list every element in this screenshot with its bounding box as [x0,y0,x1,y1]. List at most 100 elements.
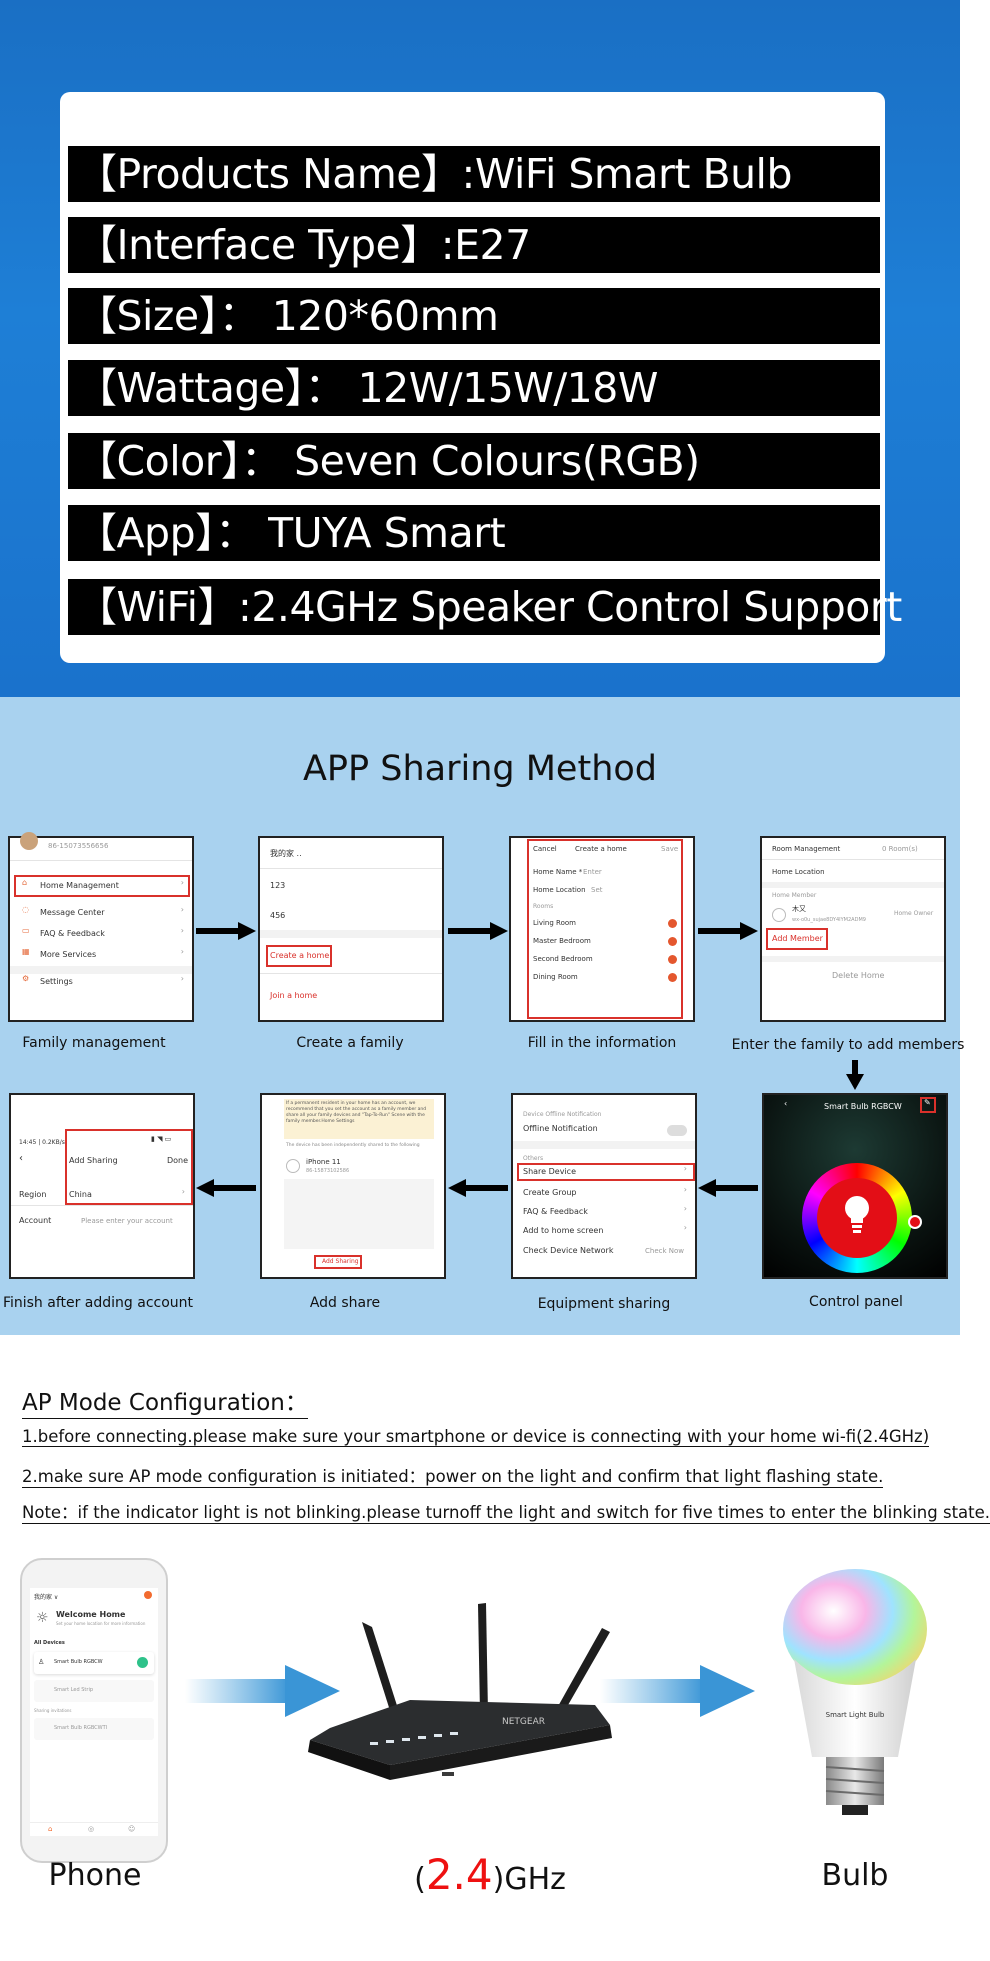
delete-home-button[interactable]: Delete Home [832,971,885,980]
check-now-link[interactable]: Check Now [645,1247,685,1255]
home-item-123[interactable]: 123 [270,881,286,890]
shared-device-name: iPhone 11 [306,1158,341,1166]
home-member-header: Home Member [772,892,817,899]
power-icon[interactable] [137,1657,148,1668]
share-device-item[interactable]: Share Device [523,1167,576,1176]
welcome-sub: Set your home location for more informat… [56,1621,146,1626]
phone-number: 86-15073556656 [48,842,109,850]
join-home-link[interactable]: Join a home [270,991,318,1000]
room-management[interactable]: Room Management [772,845,841,853]
highlight-box [766,928,828,950]
edit-icon[interactable]: ✎ [924,1098,931,1107]
frequency-label: (2.4)GHz [395,1850,585,1899]
faq-feedback-item[interactable]: FAQ & Feedback [523,1207,588,1216]
arrow-left-icon [448,1179,508,1197]
bulb-label: Bulb [821,1858,889,1893]
offline-notification-label: Offline Notification [523,1124,598,1133]
spec-row-color: 【Color】： Seven Colours(RGB) [68,433,880,489]
home-item-456[interactable]: 456 [270,911,286,920]
ap-note: Note：if the indicator light is not blink… [22,1499,990,1524]
menu-settings[interactable]: Settings [40,977,73,986]
chevron-right-icon: › [180,905,184,914]
account-input[interactable]: Please enter your account [81,1217,173,1225]
home-name-label: Home Name * [533,868,583,876]
bulb-icon: ♙ [38,1658,45,1666]
home-name-input[interactable]: Enter [583,868,602,876]
profile-tab-icon[interactable]: ☺ [128,1825,136,1833]
done-button[interactable]: Done [167,1156,189,1165]
device-avatar [286,1159,300,1173]
ghz-unit: )GHz [492,1862,566,1897]
add-home-screen-item[interactable]: Add to home screen [523,1226,604,1235]
create-home-link[interactable]: Create a home [270,951,330,960]
phone-home-label: 我的家 ∨ [34,1594,59,1601]
room-dining[interactable]: Dining Room [533,973,578,981]
back-icon[interactable]: ‹ [784,1099,788,1108]
arrow-left-icon [698,1179,758,1197]
screen-family-management: 86-15073556656 Home Management ⌂ Message… [8,832,194,1022]
spec-row-product-name: 【Products Name】:WiFi Smart Bulb [68,146,880,202]
device-title: Smart Bulb RGBCW [824,1102,902,1111]
router-brand: NETGEAR [502,1717,545,1727]
add-member-button[interactable]: Add Member [772,934,823,943]
chevron-right-icon: › [180,878,184,887]
menu-more-services[interactable]: More Services [40,950,97,959]
room-master-bedroom[interactable]: Master Bedroom [533,937,591,945]
home-location-value[interactable]: Set [591,886,603,894]
back-icon[interactable]: ‹ [19,1153,23,1164]
cancel-button[interactable]: Cancel [533,845,557,853]
checked-icon [668,919,677,928]
arrow-down-icon [846,1060,864,1090]
add-icon [144,1591,152,1599]
check-network-item[interactable]: Check Device Network [523,1246,614,1255]
device-3-name: Smart Bulb RGBCWTI [54,1725,108,1731]
screen-fill-information: Cancel Create a home Save Home Name * En… [509,836,695,1022]
spec-row-app: 【App】： TUYA Smart [68,505,880,561]
settings-icon: ⚙ [22,974,30,983]
add-sharing-button[interactable]: Add Sharing [322,1258,359,1265]
device-1-name: Smart Bulb RGBCW [54,1659,103,1665]
arrow-right-icon [600,1665,755,1717]
spec-row-size: 【Size】： 120*60mm [68,288,880,344]
create-group-item[interactable]: Create Group [523,1188,577,1197]
arrow-left-icon [196,1179,256,1197]
device-card-1[interactable]: ♙ Smart Bulb RGBCW [34,1652,154,1674]
room-living[interactable]: Living Room [533,919,576,927]
services-icon: ▦ [22,947,30,956]
home-tab-icon[interactable]: ⌂ [48,1825,53,1833]
caption-fill-information: Fill in the information [527,1035,677,1051]
smart-bulb-illustration: Smart Light Bulb [783,1569,927,1815]
create-home-title: Create a home [575,845,627,853]
device-card-2[interactable]: Smart Led Strip [34,1680,154,1702]
region-value[interactable]: China [69,1190,92,1199]
save-button[interactable]: Save [661,845,679,853]
offline-toggle[interactable] [667,1125,687,1136]
menu-home-management[interactable]: Home Management [40,881,119,890]
scene-tab-icon[interactable]: ◎ [88,1825,95,1833]
room-second-bedroom[interactable]: Second Bedroom [533,955,593,963]
highlight-box [14,875,190,897]
screen-add-share: If a permanent resident in your home has… [260,1093,446,1279]
chevron-right-icon: › [683,1223,687,1232]
sharing-title: APP Sharing Method [302,749,658,789]
spec-row-wattage: 【Wattage】： 12W/15W/18W [68,360,880,416]
rooms-header: Rooms [533,903,554,910]
ghz-number: 2.4 [425,1850,493,1899]
bulb-icon[interactable] [844,1195,870,1235]
highlight-box [517,1163,695,1181]
home-location[interactable]: Home Location [772,868,825,876]
screen-equipment-sharing: Device Offline Notification Offline Noti… [511,1093,697,1279]
highlight-box [266,945,332,967]
device-2-name: Smart Led Strip [54,1687,94,1693]
region-label: Region [19,1190,47,1199]
phone-screen: 我的家 ∨ ☼ Welcome Home Set your home locat… [30,1588,158,1836]
highlight-box [65,1129,193,1205]
menu-faq[interactable]: FAQ & Feedback [40,929,105,938]
menu-message-center[interactable]: Message Center [40,908,105,917]
chevron-right-icon: › [180,974,184,983]
shared-device-id: 86-15873102586 [306,1168,350,1174]
ap-instruction-1: 1.before connecting.please make sure you… [22,1427,930,1447]
color-picker-handle[interactable] [908,1215,922,1229]
faq-icon: ▭ [22,926,30,935]
device-card-3[interactable]: Smart Bulb RGBCWTI [34,1718,154,1740]
